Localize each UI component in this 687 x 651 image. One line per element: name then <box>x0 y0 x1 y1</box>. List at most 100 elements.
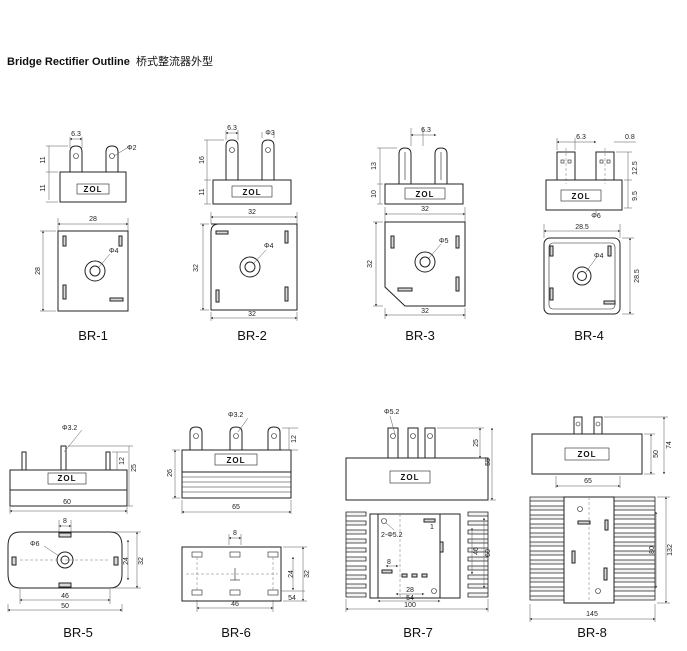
logo-label: ZOL <box>243 188 262 197</box>
logo-label: ZOL <box>416 190 435 199</box>
dim-pin-gap: 8 <box>233 530 237 537</box>
package-br-1: ZOL 6.3 Φ2 11 11 28 Φ4 28 <box>35 131 137 343</box>
dim-holes: 2-Φ5.2 <box>381 532 403 539</box>
model-label: BR-4 <box>574 328 604 343</box>
dim-height: 32 <box>367 260 374 268</box>
dim-total-height: 25 <box>131 464 138 472</box>
model-label: BR-8 <box>577 625 607 640</box>
model-label: BR-3 <box>405 328 435 343</box>
top-view: 8 24 32 46 54 <box>181 530 311 612</box>
dim-body-height: 9.5 <box>632 191 639 201</box>
dim-pin-height: 11 <box>40 156 47 163</box>
dim-top-height: 50 <box>653 450 660 458</box>
dim-hole-top: Φ5.2 <box>384 409 399 416</box>
side-view: ZOL 6.3 0.8 12.5 9.5 Φ6 <box>545 134 639 220</box>
dim-pin-height: 12 <box>291 435 298 443</box>
dim-pin-width: 6.3 <box>576 134 586 141</box>
dim-pin-height: 12 <box>119 457 126 465</box>
dim-total-height: 74 <box>666 441 673 449</box>
dim-height: 32 <box>304 570 311 578</box>
side-view: ZOL Φ3.2 12 26 65 <box>167 412 298 514</box>
side-view: ZOL Φ3.2 12 25 60 <box>9 425 138 514</box>
logo-label: ZOL <box>401 473 420 482</box>
dim-height-b: 60 <box>485 549 492 557</box>
logo-label: ZOL <box>84 185 103 194</box>
dim-height: 28.5 <box>634 269 641 283</box>
dim-inner-height: 24 <box>123 557 130 565</box>
dim-hole: Φ4 <box>594 253 604 260</box>
dim-top-width: 65 <box>584 478 592 485</box>
dim-hole: Φ5 <box>439 238 449 245</box>
dim-pin-height: 16 <box>199 156 206 164</box>
dim-hole-top: Φ2 <box>127 145 137 152</box>
dim-outer-height: 132 <box>667 544 674 556</box>
logo-label: ZOL <box>58 474 77 483</box>
dim-width: 28 <box>89 216 97 223</box>
side-view: ZOL 50 74 65 <box>531 416 673 488</box>
package-br-7: ZOL Φ5.2 25 55 2-Φ5.2 1 8 <box>345 409 496 640</box>
package-br-8: ZOL 50 74 65 80 132 <box>529 416 674 640</box>
dim-width-b: 54 <box>406 595 414 602</box>
dim-hole-top: Φ3 <box>265 130 275 137</box>
dim-hole-top: Φ3.2 <box>228 412 243 419</box>
dim-pin-height: 25 <box>473 439 480 447</box>
dim-height: 32 <box>193 264 200 272</box>
dim-width: 28.5 <box>575 224 589 231</box>
dim-hole: Φ4 <box>264 243 274 250</box>
dim-total-height: 55 <box>485 458 492 466</box>
dim-outer-width: 50 <box>61 603 69 610</box>
dim-width: 145 <box>586 611 598 618</box>
logo-label: ZOL <box>227 456 246 465</box>
side-view: ZOL 6.3 13 10 <box>371 127 464 205</box>
dim-body-hole: Φ6 <box>591 213 601 220</box>
dim-small: 1 <box>430 524 434 531</box>
dim-body-height: 11 <box>199 188 206 195</box>
dim-height: 28 <box>35 267 42 275</box>
heatsink-view: 80 132 145 <box>529 496 674 622</box>
top-view: 8 Φ6 24 32 46 50 <box>7 518 145 612</box>
dim-pin-width: 6.3 <box>421 127 431 134</box>
side-view: ZOL Φ5.2 25 55 <box>345 409 496 501</box>
dim-width: 100 <box>404 602 416 609</box>
top-view: 32 Φ5 32 32 <box>367 206 466 319</box>
dim-bottom: 32 <box>421 308 429 315</box>
title-cn: 桥式整流器外型 <box>136 54 213 68</box>
dim-inner-height: 80 <box>649 546 656 554</box>
bottom-view: 2-Φ5.2 1 8 46 60 28 54 100 <box>345 511 492 612</box>
package-br-5: ZOL Φ3.2 12 25 60 8 Φ6 <box>7 425 145 640</box>
package-br-6: ZOL Φ3.2 12 26 65 8 2 <box>167 412 311 640</box>
dim-width: 60 <box>63 499 71 506</box>
dim-pin-thickness: 0.8 <box>625 134 635 141</box>
dim-hole: Φ4 <box>109 248 119 255</box>
title-en: Bridge Rectifier Outline <box>7 56 130 68</box>
top-view: 28 Φ4 28 <box>35 216 129 312</box>
model-label: BR-1 <box>78 328 108 343</box>
dim-inner-width: 46 <box>231 601 239 608</box>
top-view: 32 Φ4 32 32 <box>193 209 298 321</box>
model-label: BR-7 <box>403 625 433 640</box>
dim-hole: Φ6 <box>30 541 40 548</box>
dim-pin-height: 12.5 <box>632 161 639 175</box>
dim-outer-width: 54 <box>288 595 296 602</box>
logo-label: ZOL <box>572 192 591 201</box>
dim-inner-height: 24 <box>288 570 295 578</box>
dim-width: 65 <box>232 504 240 511</box>
dim-bottom: 32 <box>248 311 256 318</box>
package-br-2: ZOL 6.3 Φ3 16 11 32 Φ4 32 <box>193 125 298 343</box>
dim-body-height: 11 <box>40 184 47 191</box>
dim-height: 32 <box>138 557 145 565</box>
dim-body-height: 10 <box>371 190 378 198</box>
dim-pin-width: 6.3 <box>227 125 237 132</box>
dim-width: 32 <box>248 209 256 216</box>
model-label: BR-5 <box>63 625 93 640</box>
dim-height-a: 46 <box>473 547 480 555</box>
dim-pin-width: 6.3 <box>71 131 81 138</box>
dim-body-height: 26 <box>167 469 174 477</box>
package-br-3: ZOL 6.3 13 10 32 Φ5 32 32 <box>367 127 466 343</box>
side-view: ZOL 6.3 Φ3 16 11 <box>199 125 292 205</box>
top-view: 28.5 Φ4 28.5 <box>543 224 641 315</box>
dim-pin-gap: 8 <box>387 559 391 566</box>
dim-pin-height: 13 <box>371 162 378 170</box>
dim-pin-gap: 8 <box>63 518 67 525</box>
